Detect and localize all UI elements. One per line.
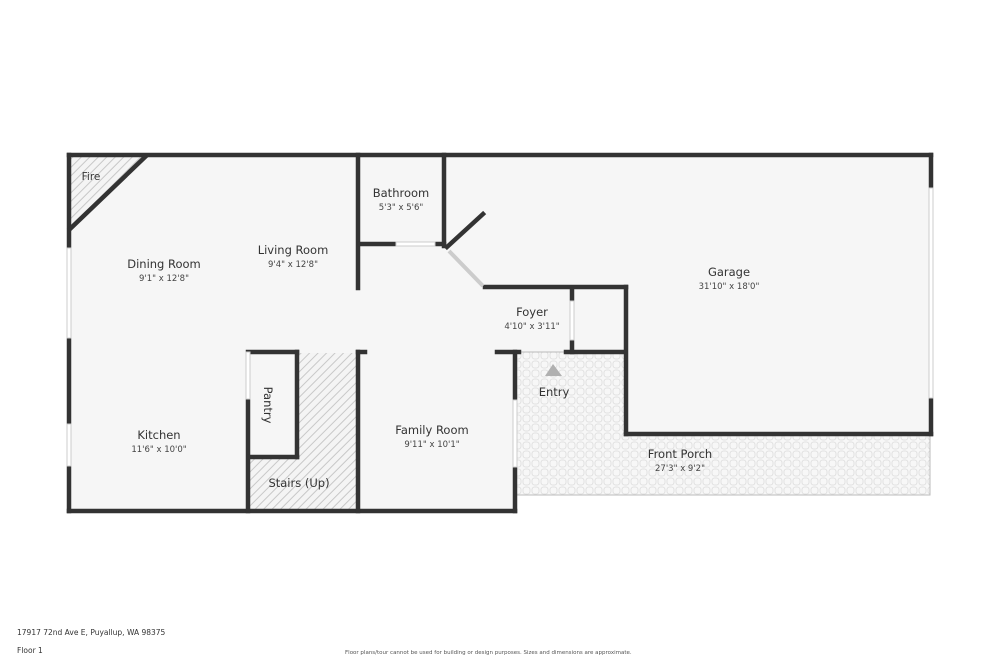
entry-arrow-icon	[545, 364, 562, 376]
bathroom-label: Bathroom	[373, 186, 429, 200]
disclaimer: Floor plans/tour cannot be used for buil…	[345, 650, 632, 656]
dining-room-size: 9'1" x 12'8"	[139, 274, 189, 284]
bathroom-size: 5'3" x 5'6"	[379, 203, 424, 213]
garage-label: Garage	[708, 265, 750, 279]
family-room-size: 9'11" x 10'1"	[404, 440, 459, 450]
foyer-size: 4'10" x 3'11"	[504, 322, 559, 332]
floor-label: Floor 1	[17, 646, 43, 655]
entry-label: Entry	[539, 385, 570, 399]
living-room-size: 9'4" x 12'8"	[268, 260, 318, 270]
stairs-label: Stairs (Up)	[268, 476, 329, 490]
foyer-label: Foyer	[516, 305, 548, 319]
family-room-label: Family Room	[395, 423, 468, 437]
fire-label: Fire	[82, 171, 101, 183]
kitchen-label: Kitchen	[137, 428, 180, 442]
front-porch-size: 27'3" x 9'2"	[655, 464, 705, 474]
living-room-label: Living Room	[258, 243, 329, 257]
windows	[66, 187, 934, 468]
floor-lower	[69, 156, 516, 511]
pantry-label: Pantry	[261, 387, 275, 424]
front-porch-label: Front Porch	[648, 447, 712, 461]
stairs-area	[250, 353, 357, 510]
walls	[66, 152, 934, 514]
kitchen-size: 11'6" x 10'0"	[131, 445, 186, 455]
address: 17917 72nd Ave E, Puyallup, WA 98375	[17, 628, 166, 637]
dining-room-label: Dining Room	[127, 257, 201, 271]
garage-size: 31'10" x 18'0"	[699, 282, 760, 292]
